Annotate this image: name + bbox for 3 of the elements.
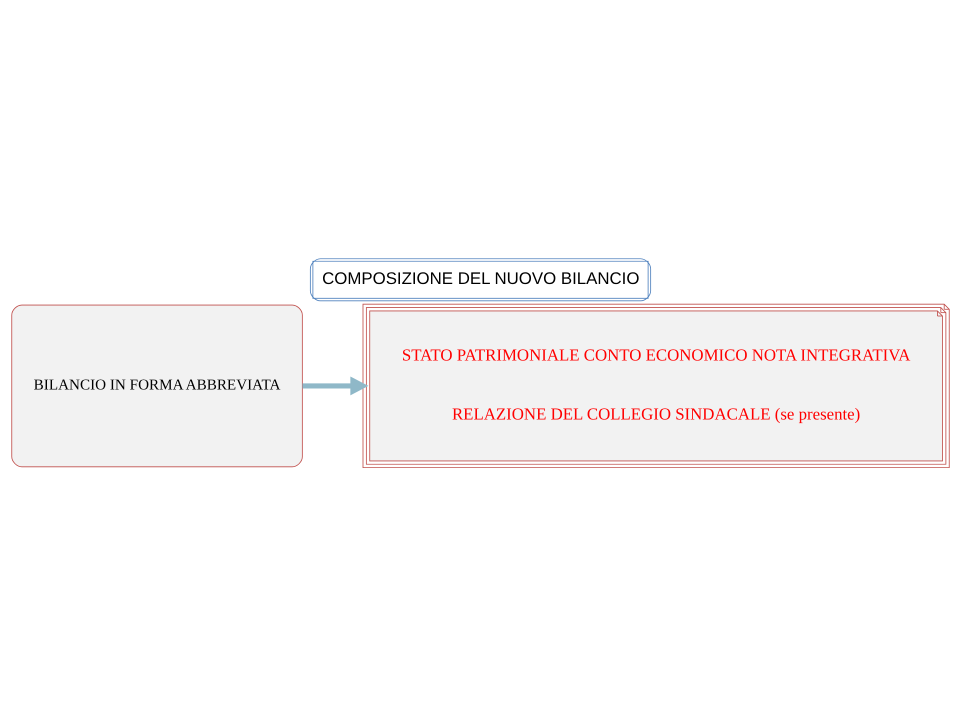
arrow bbox=[302, 376, 368, 395]
diagram-title: COMPOSIZIONE DEL NUOVO BILANCIO bbox=[322, 268, 640, 288]
node-box: BILANCIO IN FORMA ABBREVIATA bbox=[11, 304, 303, 467]
